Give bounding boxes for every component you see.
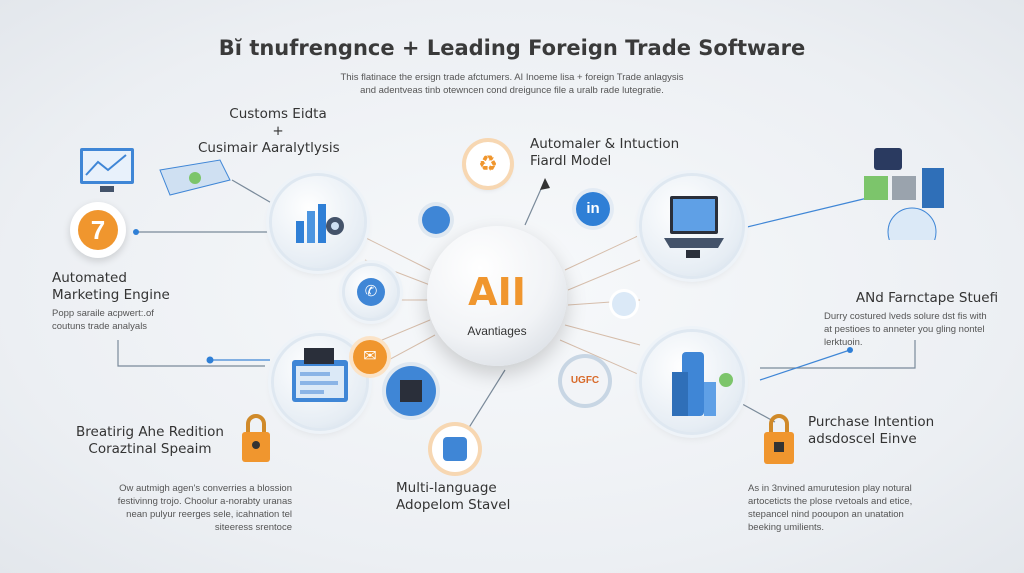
buildings-circle (642, 332, 742, 432)
marketing-title-2: Marketing Engine (52, 287, 170, 303)
multilanguage-block: Multi-language Adopelom Stavel (396, 480, 510, 514)
breaking-desc: Ow autmigh agen's converries a blossion … (80, 482, 292, 534)
and-fac-desc-2: at pestioes to anneter you gling nontel (824, 324, 985, 335)
linkedin-badge[interactable]: in (576, 192, 610, 226)
browser-window-icon (292, 348, 348, 402)
servers-icon (864, 148, 944, 240)
analytics-devices-icon (80, 148, 231, 196)
and-fac-title: ANd Farnctape Stuefi (855, 290, 999, 306)
globe-icon (612, 292, 636, 316)
breaking-title-1: Breatirig Ahe Redition (76, 424, 224, 440)
marketing-engine-block: Automated Marketing Engine Popp saraile … (52, 270, 170, 333)
and-fac-desc-3: lerktuoin. (824, 337, 863, 348)
purchase-title-2: adsdoscel Einve (808, 431, 917, 447)
translate-badge[interactable] (432, 426, 478, 472)
marketing-desc-1: Popp saraile acpwert:.of (52, 308, 154, 319)
marketing-logo-icon: 7 (70, 202, 126, 258)
customs-line-3: Cusimair Aaralytlysis (198, 140, 340, 156)
center-sphere: AII Avantiages (427, 226, 567, 366)
and-fac-desc-1: Durry costured lveds solure dst fis with (824, 311, 987, 322)
laptop-icon (664, 196, 724, 258)
automaler-block: Automaler & Intuction Fiardl Model (530, 136, 679, 170)
marketing-title-1: Automated (52, 270, 127, 286)
box-badge[interactable] (386, 366, 436, 416)
purchase-title-1: Purchase Intention (808, 414, 935, 430)
breaking-desc-1: Ow autmigh agen's converries a blossion (119, 483, 292, 494)
phone-badge[interactable]: ✆ (345, 266, 397, 318)
center-label-small: Avantiages (467, 324, 527, 338)
purchase-desc-3: stepancel nind pooupon an unatation (748, 509, 904, 520)
purchase-desc: As in 3nvined amurutesion play notural a… (748, 482, 912, 534)
package-icon (400, 380, 422, 402)
and-fac-block: ANd Farnctape Stuefi Durry costured lved… (824, 290, 1020, 349)
customs-data-label: Customs Eidta + Cusimair Aaralytlysis (198, 106, 340, 157)
marketing-desc-2: coutuns trade analyals (52, 321, 148, 332)
email-badge[interactable]: ✉ (353, 340, 387, 374)
center-label-big: AII (468, 270, 526, 314)
breaking-title-2: Coraztinal Speaim (88, 441, 212, 457)
customs-data-circle (272, 176, 364, 268)
padlock-icon-right (764, 414, 794, 464)
purchase-desc-1: As in 3nvined amurutesion play notural (748, 483, 912, 494)
phone-icon: ✆ (357, 278, 385, 306)
purchase-desc-2: artoceticts the plose rvetoals and etice… (748, 496, 913, 507)
document-icon (443, 437, 467, 461)
breaking-block: Breatirig Ahe Redition Coraztinal Speaim (70, 424, 230, 458)
customs-line-2: + (272, 123, 284, 139)
automaler-title-2: Fiardl Model (530, 153, 612, 169)
multilang-title-2: Adopelom Stavel (396, 497, 511, 513)
automaler-title-1: Automaler & Intuction (530, 136, 680, 152)
subtitle-line-2: and adentveas tinb otewncen cond dreigun… (360, 85, 664, 96)
subtitle-line-1: This flatinace the ersign trade afctumer… (340, 72, 684, 83)
buildings-icon (672, 352, 733, 416)
breaking-desc-3: nean pulyur reerges sele, icahnation tel (126, 509, 292, 520)
ugc-badge[interactable]: UGFC (562, 358, 608, 404)
page-title: Bĭ tnufrengnce + Leading Foreign Trade S… (218, 36, 806, 60)
multilang-title-1: Multi-language (396, 480, 497, 496)
automated-document-circle (274, 336, 366, 428)
purchase-block: Purchase Intention adsdoscel Einve (808, 414, 934, 448)
customs-line-1: Customs Eidta (229, 106, 327, 122)
padlock-icon-left (242, 414, 270, 462)
bar-chart-gear-icon (296, 204, 344, 243)
laptop-circle (642, 176, 742, 276)
purchase-desc-4: beeking umilients. (748, 522, 825, 533)
location-pin-icon (422, 206, 450, 234)
recycle-badge[interactable]: ♻ (466, 142, 510, 186)
breaking-desc-2: festivinng trojo. Choolur a-norabty uran… (117, 496, 292, 507)
breaking-desc-4: siteeress srentoce (214, 522, 292, 533)
